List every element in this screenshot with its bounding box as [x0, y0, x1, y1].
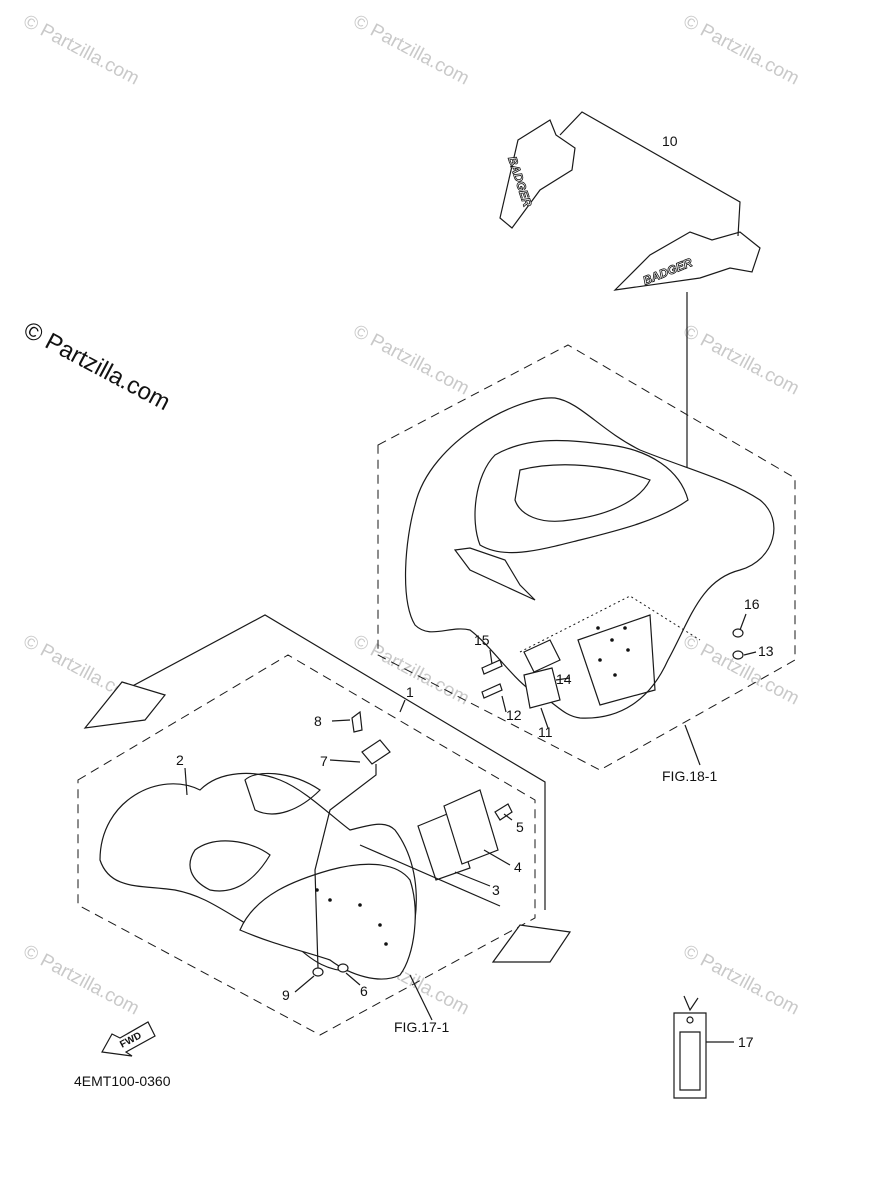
callout-7: 7	[320, 753, 328, 769]
watermark: © Partzilla.com	[680, 631, 803, 710]
watermark: © Partzilla.com	[680, 321, 803, 400]
rear-fender-group	[377, 344, 796, 771]
watermark: © Partzilla.com	[680, 11, 803, 90]
callout-15: 15	[474, 632, 490, 648]
callout-2: 2	[176, 752, 184, 768]
callout-11: 11	[538, 724, 553, 740]
callout-1: 1	[406, 684, 414, 700]
watermark-main: © Partzilla.com	[19, 316, 174, 416]
fig-ref-18-1: FIG.18-1	[662, 768, 717, 784]
watermark: © Partzilla.com	[20, 941, 143, 1020]
callout-6: 6	[360, 983, 368, 999]
callout-14: 14	[556, 671, 572, 687]
callout-10: 10	[662, 133, 678, 149]
watermark: © Partzilla.com	[680, 941, 803, 1020]
front-fender-group	[77, 614, 572, 1036]
diagram-code: 4EMT100-0360	[74, 1073, 171, 1089]
callout-8: 8	[314, 713, 322, 729]
part-17-tag	[673, 995, 734, 1099]
callout-4: 4	[514, 859, 522, 875]
callout-labels: 1 2 3 4 5 6 7 8 9 10 11 12 13 14 15 16 1…	[74, 133, 774, 1089]
fig-ref-17-1: FIG.17-1	[394, 1019, 449, 1035]
callout-13: 13	[758, 643, 774, 659]
fwd-arrow: FWD	[101, 1021, 156, 1057]
watermark: © Partzilla.com	[350, 11, 473, 90]
watermark: © Partzilla.com	[20, 11, 143, 90]
callout-12: 12	[506, 707, 522, 723]
watermark: © Partzilla.com	[350, 321, 473, 400]
callout-3: 3	[492, 882, 500, 898]
callout-16: 16	[744, 596, 760, 612]
callout-17: 17	[738, 1034, 754, 1050]
decal-10: BADGER BADGER	[499, 111, 761, 540]
callout-9: 9	[282, 987, 290, 1003]
callout-5: 5	[516, 819, 524, 835]
